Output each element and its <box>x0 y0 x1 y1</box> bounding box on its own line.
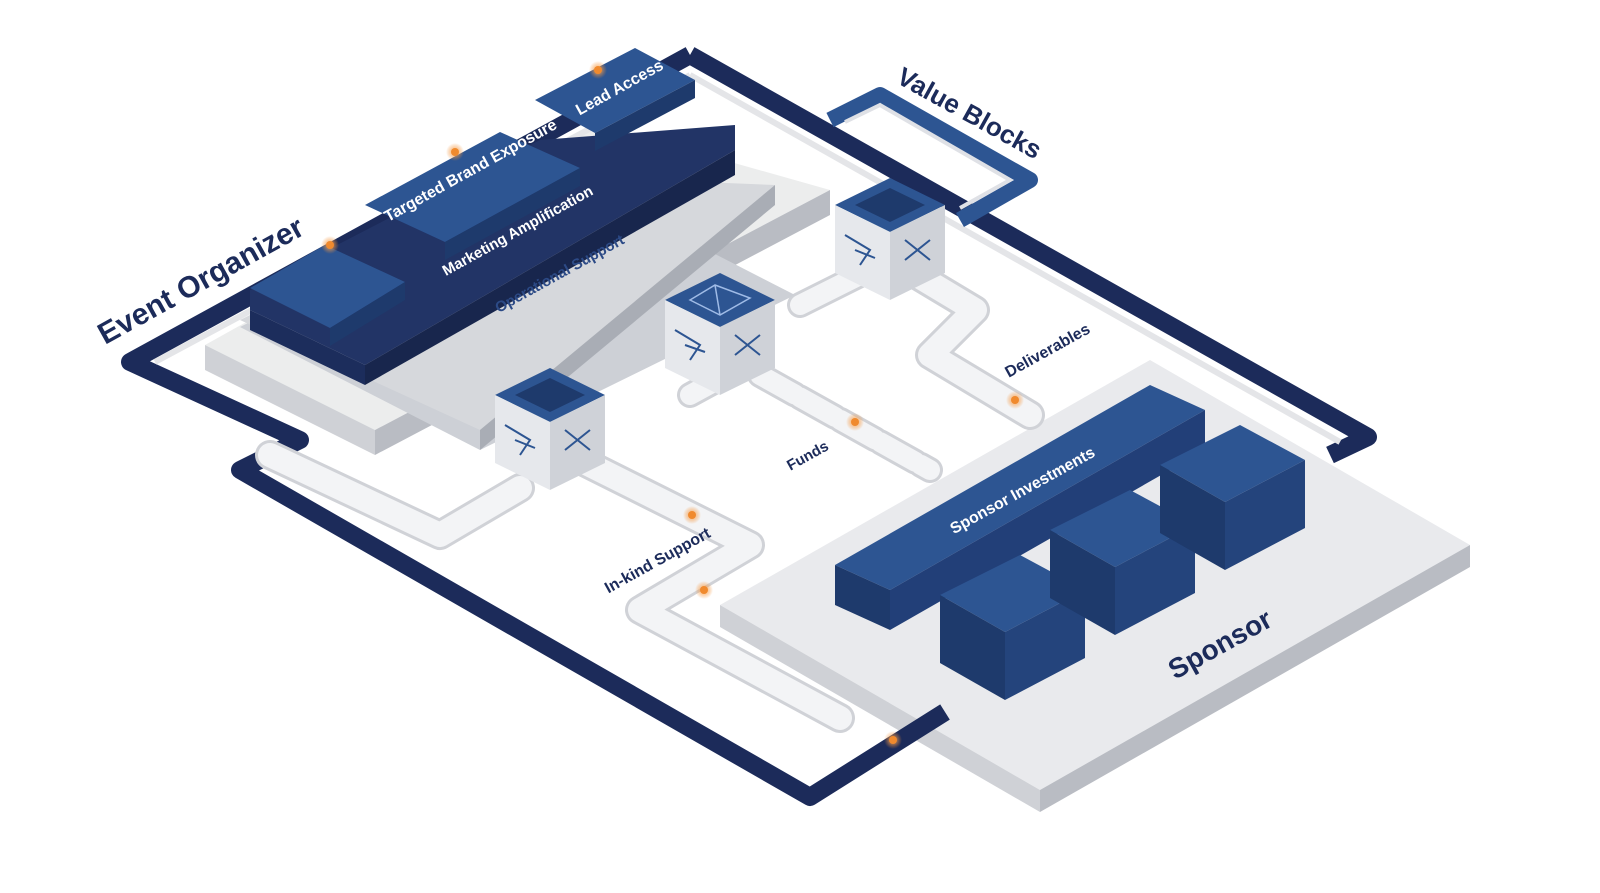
flow-label-deliverables: Deliverables <box>1002 321 1093 382</box>
value-cube-3 <box>835 178 945 300</box>
value-blocks-bracket <box>826 87 1038 227</box>
flow-label-funds: Funds <box>784 438 832 475</box>
sponsor-cube-3 <box>1160 425 1305 570</box>
accent-dots <box>321 61 1024 749</box>
value-cube-2 <box>665 273 775 395</box>
sponsor-cube-2 <box>1050 490 1195 635</box>
organizer-stack <box>240 48 795 450</box>
value-cube-1 <box>495 368 605 490</box>
sponsor-stack <box>835 385 1305 700</box>
sponsor-cube-1 <box>940 555 1085 700</box>
